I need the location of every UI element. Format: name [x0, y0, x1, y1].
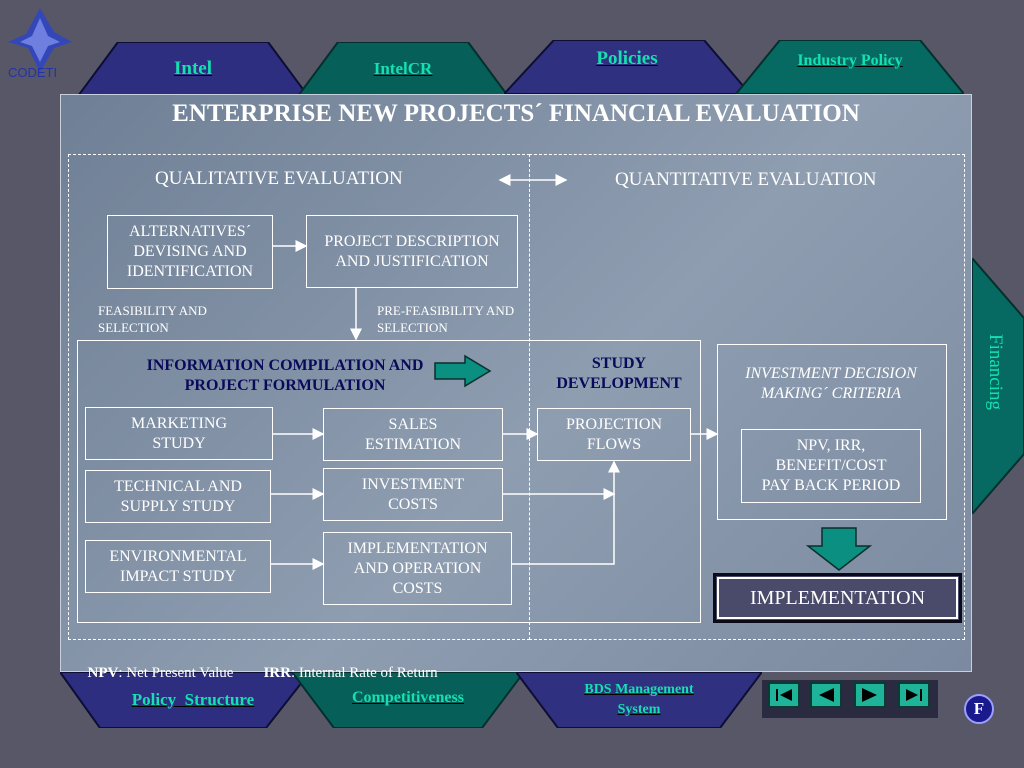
irr-abbr: IRR [263, 665, 291, 681]
implementation-box: IMPLEMENTATION [713, 573, 962, 623]
alternatives-box: ALTERNATIVES´ DEVISING AND IDENTIFICATIO… [107, 215, 273, 289]
metric-npv-irr: NPV, IRR, [796, 437, 866, 454]
formulation-region [77, 340, 701, 623]
metric-benefit-cost: BENEFIT/COST [775, 457, 887, 474]
decision-criteria-region [717, 344, 947, 520]
decision-criteria-heading: INVESTMENT DECISION MAKING´ CRITERIA [745, 365, 917, 402]
prefeasibility-label: PRE-FEASIBILITY AND SELECTION [377, 303, 515, 335]
tab-intelcr[interactable]: IntelCR [298, 42, 508, 96]
sales-estimation-box: SALES ESTIMATION [323, 408, 503, 461]
skip-forward-icon [906, 689, 922, 701]
tab-policies[interactable]: Policies [504, 40, 750, 94]
skip-back-icon [776, 689, 792, 701]
technical-study-box: TECHNICAL AND SUPPLY STUDY [85, 470, 271, 523]
environmental-study-box: ENVIRONMENTAL IMPACT STUDY [85, 540, 271, 593]
npv-abbr: NPV [87, 665, 119, 681]
quantitative-region [529, 154, 965, 640]
tab-policy-structure[interactable]: Policy Structure [60, 672, 310, 728]
feasibility-label: FEASIBILITY AND SELECTION [98, 303, 207, 335]
project-description-box: PROJECT DESCRIPTION AND JUSTIFICATION [306, 215, 518, 288]
tab-bds-management-system[interactable]: BDS Management System [516, 672, 762, 728]
f-button[interactable]: F [964, 694, 994, 724]
implementation-costs-box: IMPLEMENTATION AND OPERATION COSTS [323, 532, 512, 605]
projection-flows-box: PROJECTION FLOWS [537, 408, 691, 461]
qualitative-heading: QUALITATIVE EVALUATION [155, 168, 403, 189]
arrow-left-icon [819, 688, 834, 702]
tab-competitiveness[interactable]: Competitiveness [292, 672, 524, 728]
metric-payback: PAY BACK PERIOD [761, 477, 901, 494]
next-slide-button[interactable] [854, 682, 886, 708]
first-slide-button[interactable] [768, 682, 800, 708]
previous-slide-button[interactable] [810, 682, 842, 708]
arrow-right-icon [862, 688, 877, 702]
metrics-box: NPV, IRR, BENEFIT/COST PAY BACK PERIOD [741, 429, 921, 503]
last-slide-button[interactable] [898, 682, 930, 708]
codeti-logo: CODETI [2, 2, 76, 82]
tab-intel[interactable]: Intel [78, 42, 308, 96]
page-title: ENTERPRISE NEW PROJECTS´ FINANCIAL EVALU… [172, 100, 860, 127]
teal-right-arrow [434, 354, 492, 388]
tab-financing[interactable]: Financing [968, 255, 1024, 517]
irr-text: : Internal Rate of Return [290, 665, 438, 681]
quantitative-heading: QUANTITATIVE EVALUATION [615, 169, 877, 190]
footnote: NPV: Net Present Value IRR: Internal Rate… [80, 648, 438, 682]
investment-costs-box: INVESTMENT COSTS [323, 468, 503, 521]
tab-industry-policy[interactable]: Industry Policy [736, 40, 964, 94]
info-compilation-heading: INFORMATION COMPILATION AND PROJECT FORM… [146, 357, 424, 394]
logo-text: CODETI [8, 65, 58, 80]
marketing-study-box: MARKETING STUDY [85, 407, 273, 460]
study-development-heading: STUDY DEVELOPMENT [556, 355, 682, 392]
npv-text: : Net Present Value [118, 665, 234, 681]
logo-emblem-icon [8, 8, 72, 72]
teal-down-arrow [805, 527, 873, 571]
